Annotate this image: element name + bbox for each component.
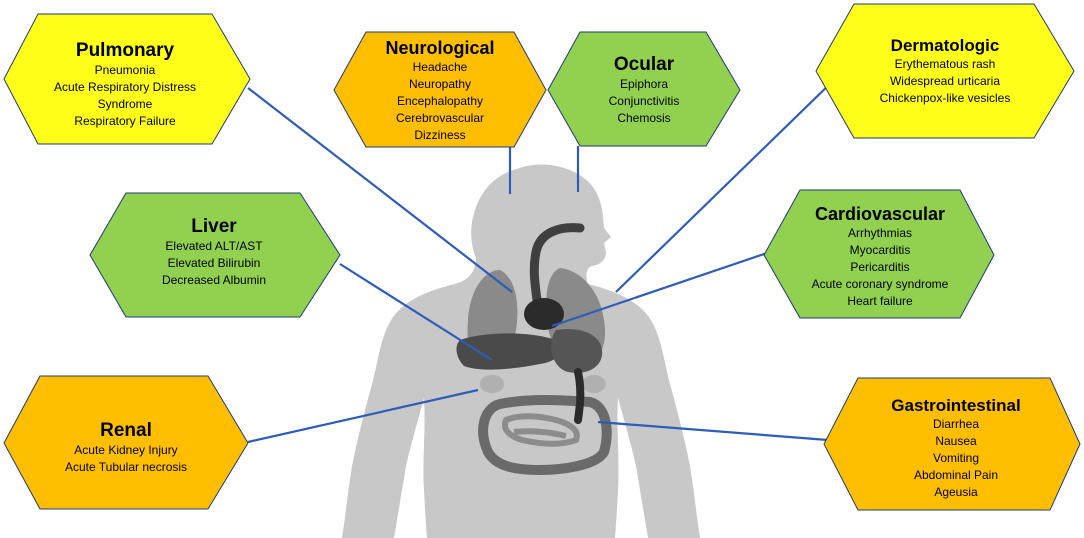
cardiovascular-box: Cardiovascular Arrhythmias Myocarditis P…: [790, 204, 970, 310]
gastrointestinal-item: Abdominal Pain: [913, 467, 999, 482]
hexagon-gastrointestinal: [823, 377, 1081, 511]
cardiovascular-item: Heart failure: [847, 293, 913, 308]
connector-dermatologic: [615, 77, 837, 293]
liver-item: Elevated ALT/AST: [165, 238, 263, 253]
connector-liver: [339, 263, 493, 361]
cardiovascular-item: Pericarditis: [850, 259, 910, 274]
pulmonary-item: Respiratory Failure: [74, 113, 176, 128]
pulmonary-title: Pulmonary: [75, 40, 175, 61]
neurological-item: Neuropathy: [408, 76, 472, 91]
connector-renal: [247, 388, 479, 444]
renal-item: Acute Tubular necrosis: [64, 459, 188, 474]
cardiovascular-title: Cardiovascular: [814, 204, 946, 224]
gastrointestinal-title: Gastrointestinal: [891, 396, 1021, 415]
neurological-item: Dizziness: [414, 127, 466, 142]
gastrointestinal-item: Ageusia: [934, 484, 978, 499]
ocular-item: Epiphora: [619, 76, 669, 91]
pulmonary-item: Acute Respiratory Distress: [53, 79, 197, 94]
pulmonary-item: Pneumonia: [94, 62, 156, 77]
liver-organ: [456, 333, 562, 370]
colon: [478, 395, 612, 476]
hexagon-pulmonary: [3, 13, 251, 145]
dermatologic-box: Dermatologic Erythematous rash Widesprea…: [860, 36, 1030, 107]
pulmonary-box: Pulmonary Pneumonia Acute Respiratory Di…: [40, 40, 210, 130]
hexagon-cardiovascular: [763, 189, 995, 319]
hexagon-ocular: [547, 31, 741, 147]
dermatologic-item: Erythematous rash: [894, 56, 996, 71]
neurological-item: Cerebrovascular: [395, 110, 485, 125]
liver-title: Liver: [191, 216, 237, 237]
descending-tube: [574, 368, 585, 424]
hexagon-neurological: [333, 31, 547, 148]
kidney-right: [582, 375, 606, 393]
connector-gastrointestinal: [597, 420, 829, 442]
neurological-item: Encephalopathy: [396, 93, 484, 108]
cardiovascular-item: Myocarditis: [849, 242, 911, 257]
gastrointestinal-item: Diarrhea: [932, 416, 980, 431]
ocular-title: Ocular: [613, 54, 675, 75]
gastrointestinal-item: Vomiting: [932, 450, 980, 465]
liver-box: Liver Elevated ALT/AST Elevated Bilirubi…: [132, 216, 296, 289]
stomach: [551, 328, 603, 373]
system-hexagons: [3, 3, 1081, 511]
ocular-item: Chemosis: [617, 110, 671, 125]
renal-item: Acute Kidney Injury: [74, 442, 178, 457]
gastrointestinal-box: Gastrointestinal Diarrhea Nausea Vomitin…: [868, 396, 1044, 501]
small-intestine: [502, 413, 580, 447]
gastrointestinal-item: Nausea: [935, 433, 977, 448]
cardiovascular-item: Acute coronary syndrome: [811, 276, 949, 291]
kidney-left: [480, 375, 504, 393]
dermatologic-item: Chickenpox-like vesicles: [879, 90, 1011, 105]
connector-cardiovascular: [551, 250, 771, 328]
renal-title: Renal: [100, 420, 152, 441]
renal-box: Renal Acute Kidney Injury Acute Tubular …: [44, 420, 208, 476]
hexagon-dermatologic: [815, 3, 1075, 139]
neurological-box: Neurological Headache Neuropathy Encepha…: [362, 38, 518, 144]
esophagus: [529, 223, 585, 313]
ocular-item: Conjunctivitis: [608, 93, 680, 108]
heart: [524, 298, 564, 330]
cardiovascular-item: Arrhythmias: [847, 225, 912, 240]
hexagon-liver: [89, 192, 341, 318]
internal-organs: [456, 223, 612, 476]
connector-pulmonary: [247, 87, 513, 293]
neurological-item: Headache: [412, 59, 468, 74]
dermatologic-item: Widespread urticaria: [889, 73, 1001, 88]
ocular-box: Ocular Epiphora Conjunctivitis Chemosis: [584, 54, 704, 127]
pulmonary-item: Syndrome: [97, 96, 153, 111]
neurological-title: Neurological: [385, 38, 495, 58]
liver-item: Elevated Bilirubin: [167, 255, 261, 270]
connector-lines: [247, 77, 837, 444]
hexagon-renal: [3, 375, 249, 510]
dermatologic-title: Dermatologic: [890, 36, 1000, 55]
liver-item: Decreased Albumin: [161, 272, 267, 287]
